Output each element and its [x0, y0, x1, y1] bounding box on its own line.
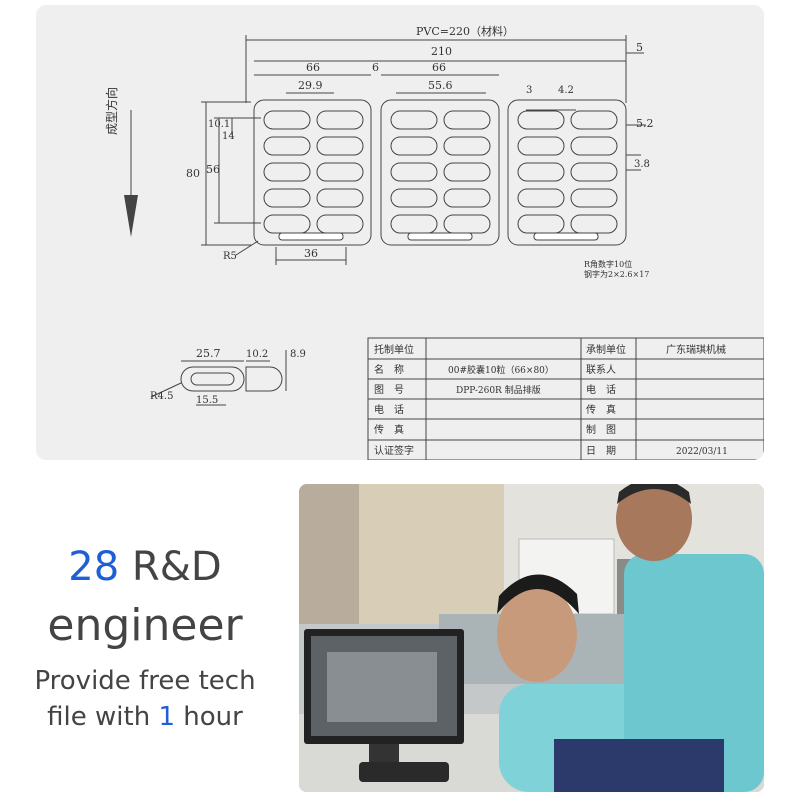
capsule-cavity — [570, 162, 618, 182]
capsule-cavity — [517, 214, 565, 234]
dim-66-a: 66 — [306, 61, 320, 74]
tb-r1-c4: 广东瑞琪机械 — [666, 343, 726, 356]
capsule-cavity — [316, 162, 364, 182]
capsule-cavity — [517, 136, 565, 156]
arrow-down-icon — [124, 195, 138, 237]
capsule-cavity — [263, 188, 311, 208]
dim-5: 5 — [636, 41, 643, 54]
dim-8-9: 8.9 — [290, 349, 306, 360]
capsule-cavity — [570, 110, 618, 130]
dim-29-9: 29.9 — [298, 79, 323, 92]
capsule-cavity — [390, 214, 438, 234]
tb-r2-c3: 联系人 — [586, 364, 616, 376]
capsule-cavity — [390, 110, 438, 130]
dim-10-2: 10.2 — [246, 349, 268, 360]
dim-r5: R5 — [223, 251, 237, 262]
capsule-cavity — [263, 110, 311, 130]
capsule-cavity — [570, 136, 618, 156]
dim-36: 36 — [304, 247, 318, 260]
direction-label: 成型方向 — [104, 87, 119, 135]
tb-r6-c4: 2022/03/11 — [676, 447, 728, 457]
tb-r5-c3: 制 图 — [586, 423, 616, 436]
stamp-note-2: 钢字为2×2.6×17 — [584, 269, 649, 279]
engineer-count: 28 — [68, 544, 120, 590]
tb-r2-c1: 名 称 — [374, 363, 404, 376]
tb-r4-c3: 传 真 — [586, 403, 616, 416]
technical-drawing: PVC=220（材料） 210 5 66 6 66 29.9 55.6 3 4.… — [36, 5, 764, 460]
tb-r3-c3: 电 话 — [586, 383, 616, 396]
tb-r4-c1: 电 话 — [374, 403, 404, 416]
dim-4-2: 4.2 — [558, 85, 574, 96]
dim-3: 3 — [526, 85, 532, 96]
tb-r1-c1: 托制单位 — [374, 343, 414, 356]
dim-25-7: 25.7 — [196, 347, 221, 360]
capsule-cavity — [263, 162, 311, 182]
office-photo — [299, 484, 764, 792]
subline-2: file with 1 hour — [0, 700, 290, 734]
capsule-cavity — [390, 136, 438, 156]
dim-55-6: 55.6 — [428, 79, 453, 92]
headline-line2: engineer — [47, 600, 243, 651]
tb-r5-c1: 传 真 — [374, 423, 404, 436]
capsule-cavity — [517, 188, 565, 208]
subline-2b: hour — [175, 702, 243, 732]
subline-1: Provide free tech — [34, 666, 256, 696]
dim-210: 210 — [431, 45, 452, 58]
tb-r3-c1: 图 号 — [374, 384, 404, 396]
drawing-canvas: PVC=220（材料） 210 5 66 6 66 29.9 55.6 3 4.… — [104, 24, 764, 460]
tb-r6-c1: 认证签字 — [374, 444, 414, 457]
headline-line1: 28 R&D — [0, 542, 290, 592]
capsule-cavity — [316, 214, 364, 234]
dim-56: 56 — [206, 163, 220, 176]
title-block: 托制单位 承制单位 广东瑞琪机械 名 称 00#胶囊10粒（66×80） 联系人… — [374, 343, 728, 457]
capsule-cavity — [316, 136, 364, 156]
tb-r3-c2: DPP-260R 制品排版 — [456, 384, 541, 396]
stamp-note-1: R角数字10位 — [584, 259, 632, 269]
capsule-cavity — [390, 188, 438, 208]
dim-5-2: 5.2 — [636, 117, 654, 130]
capsule-cavity — [570, 214, 618, 234]
capsule-cavity — [263, 214, 311, 234]
capsule-cavity — [443, 162, 491, 182]
tb-r2-c2: 00#胶囊10粒（66×80） — [448, 364, 554, 376]
capsule-grid — [263, 110, 618, 234]
dim-15-5: 15.5 — [196, 395, 218, 406]
hour-count: 1 — [158, 702, 175, 732]
capsule-cavity — [263, 136, 311, 156]
capsule-cavity — [570, 188, 618, 208]
headline-rd: R&D — [131, 544, 222, 590]
dim-10-1: 10.1 — [208, 119, 230, 130]
capsule-cavity — [443, 188, 491, 208]
pvc-label: PVC=220（材料） — [416, 24, 514, 38]
capsule-cavity — [390, 162, 438, 182]
dim-3-8: 3.8 — [634, 159, 650, 170]
capsule-cavity — [517, 162, 565, 182]
office-scene — [299, 484, 764, 792]
capsule-cavity — [443, 136, 491, 156]
capsule-cavity — [316, 188, 364, 208]
dim-6: 6 — [372, 61, 379, 74]
tb-r1-c3: 承制单位 — [586, 343, 626, 356]
capsule-cavity — [443, 110, 491, 130]
capsule-cavity — [443, 214, 491, 234]
dim-r4-5: R4.5 — [150, 391, 173, 402]
dim-14: 14 — [222, 131, 235, 142]
subline-2a: file with — [47, 702, 159, 732]
tb-r6-c3: 日 期 — [586, 445, 616, 457]
capsule-cavity — [517, 110, 565, 130]
capsule-cavity — [316, 110, 364, 130]
dim-66-b: 66 — [432, 61, 446, 74]
dim-80: 80 — [186, 167, 200, 180]
